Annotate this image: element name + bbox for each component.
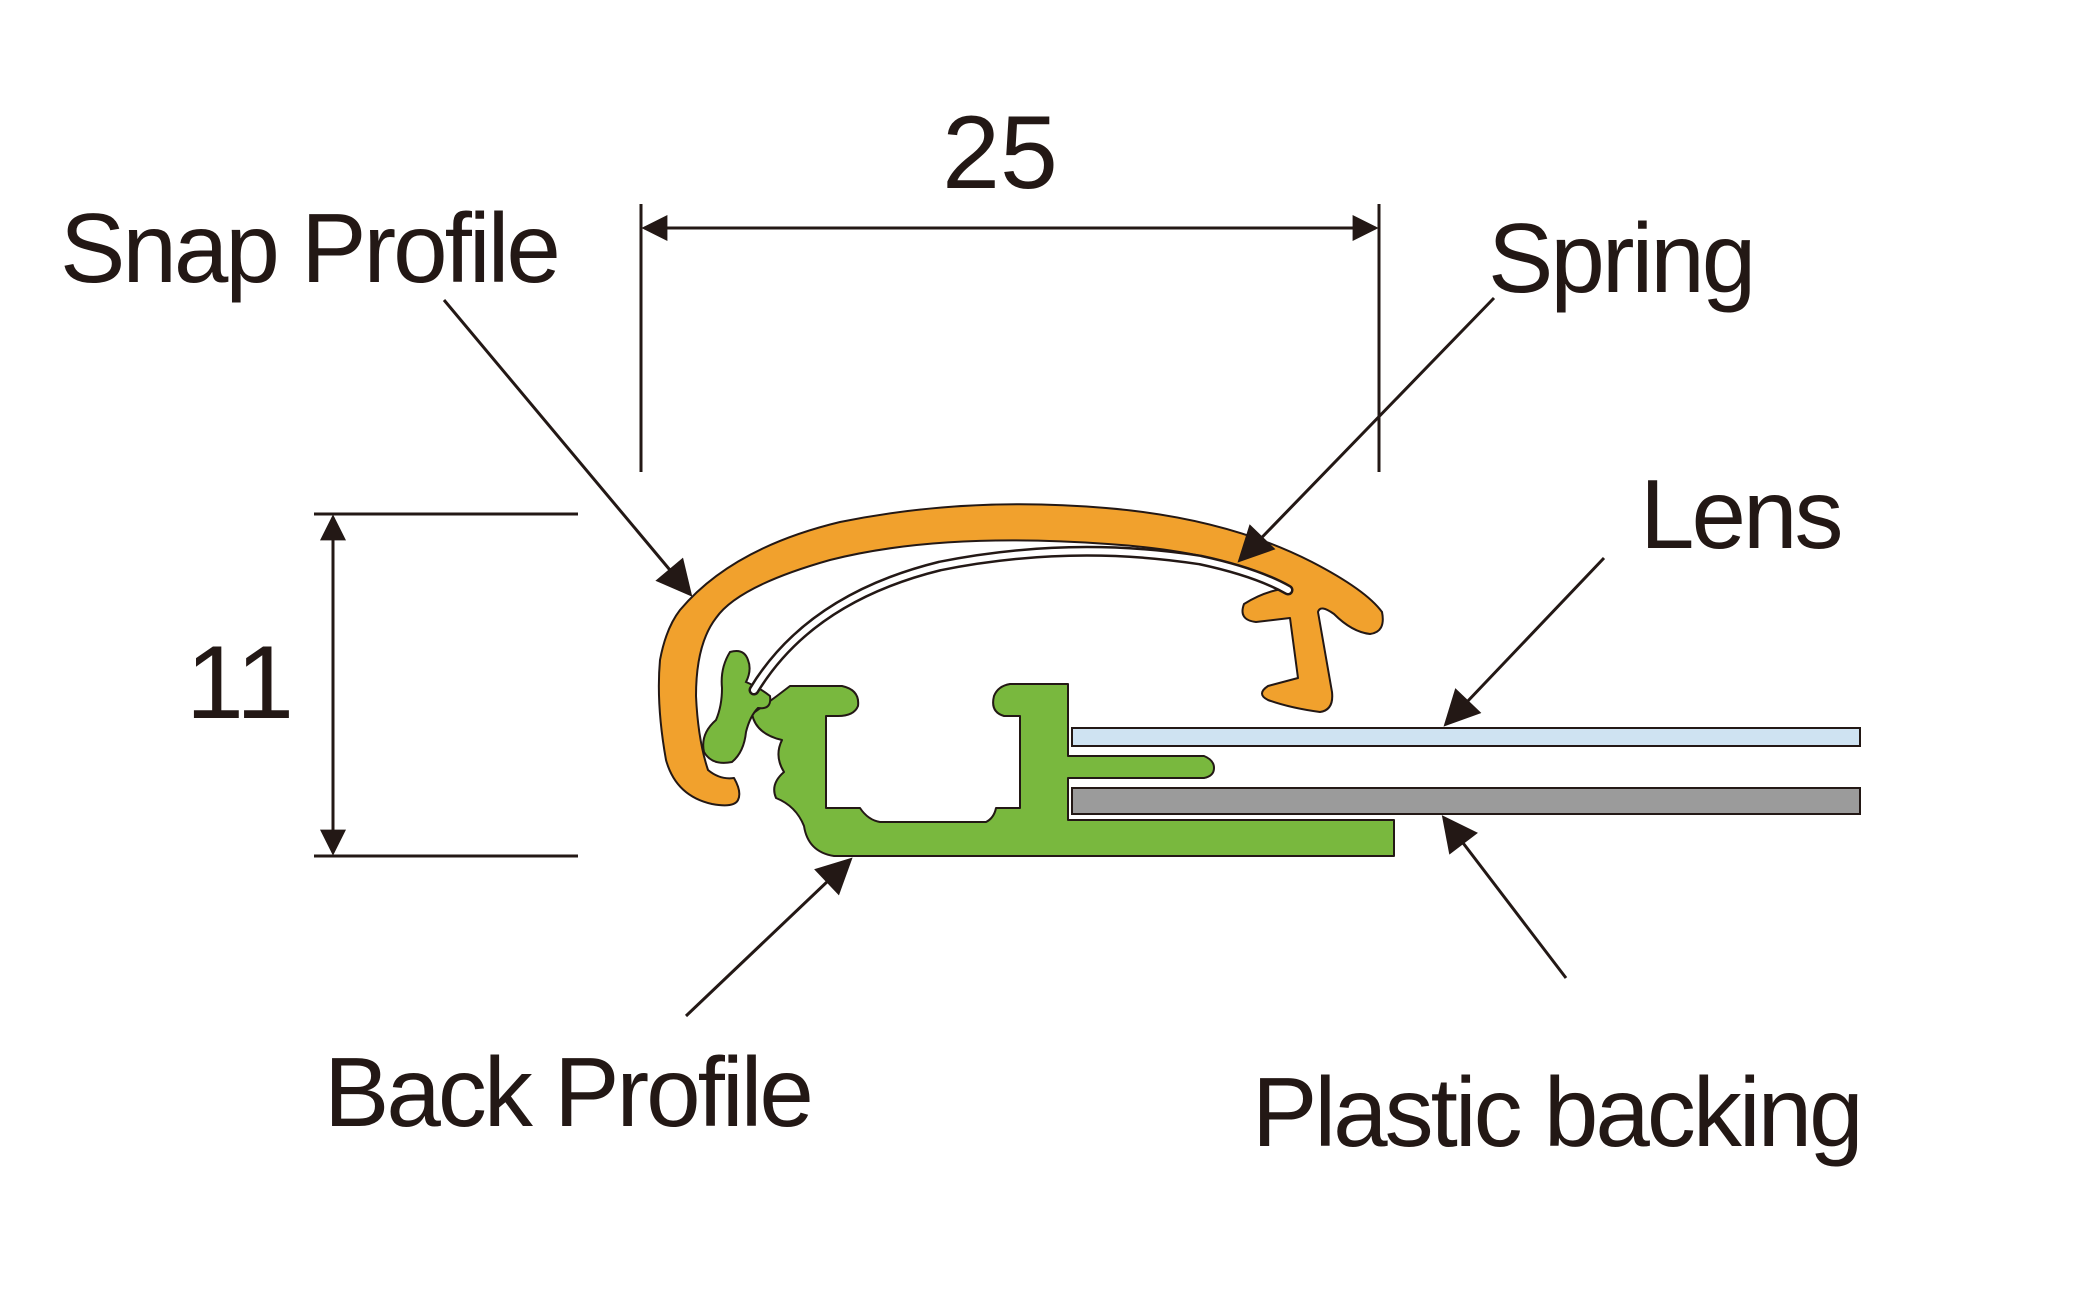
lens-leader-arrow (1443, 556, 1606, 727)
width-dimension-value: 25 (942, 95, 1058, 211)
back-profile-hook-clip (702, 650, 772, 764)
spring-strip (748, 545, 1294, 696)
spring-label: Spring (1488, 203, 1753, 313)
height-dimension-value: 11 (186, 625, 294, 741)
plastic-backing-label: Plastic backing (1252, 1057, 1861, 1167)
spring-callout: Spring (1237, 203, 1756, 563)
height-dimension: 11 (186, 512, 578, 858)
lens-label: Lens (1640, 459, 1841, 569)
back-profile-leader-arrow (684, 857, 853, 1018)
lens-callout: Lens (1443, 459, 1844, 727)
snap-profile-callout: Snap Profile (60, 193, 693, 597)
plastic-backing-sheet (1071, 787, 1861, 815)
lens-sheet (1071, 727, 1861, 747)
plastic-backing-callout: Plastic backing (1252, 815, 1864, 1167)
snap-profile-leader-arrow (442, 299, 693, 597)
width-dimension: 25 (639, 95, 1381, 472)
spring-leader-arrow (1237, 296, 1496, 563)
back-profile-label: Back Profile (324, 1037, 811, 1147)
plastic-backing-leader-arrow (1441, 815, 1568, 979)
snap-profile-label: Snap Profile (60, 193, 558, 303)
back-profile-callout: Back Profile (324, 857, 853, 1147)
back-profile-extrusion (751, 683, 1395, 857)
